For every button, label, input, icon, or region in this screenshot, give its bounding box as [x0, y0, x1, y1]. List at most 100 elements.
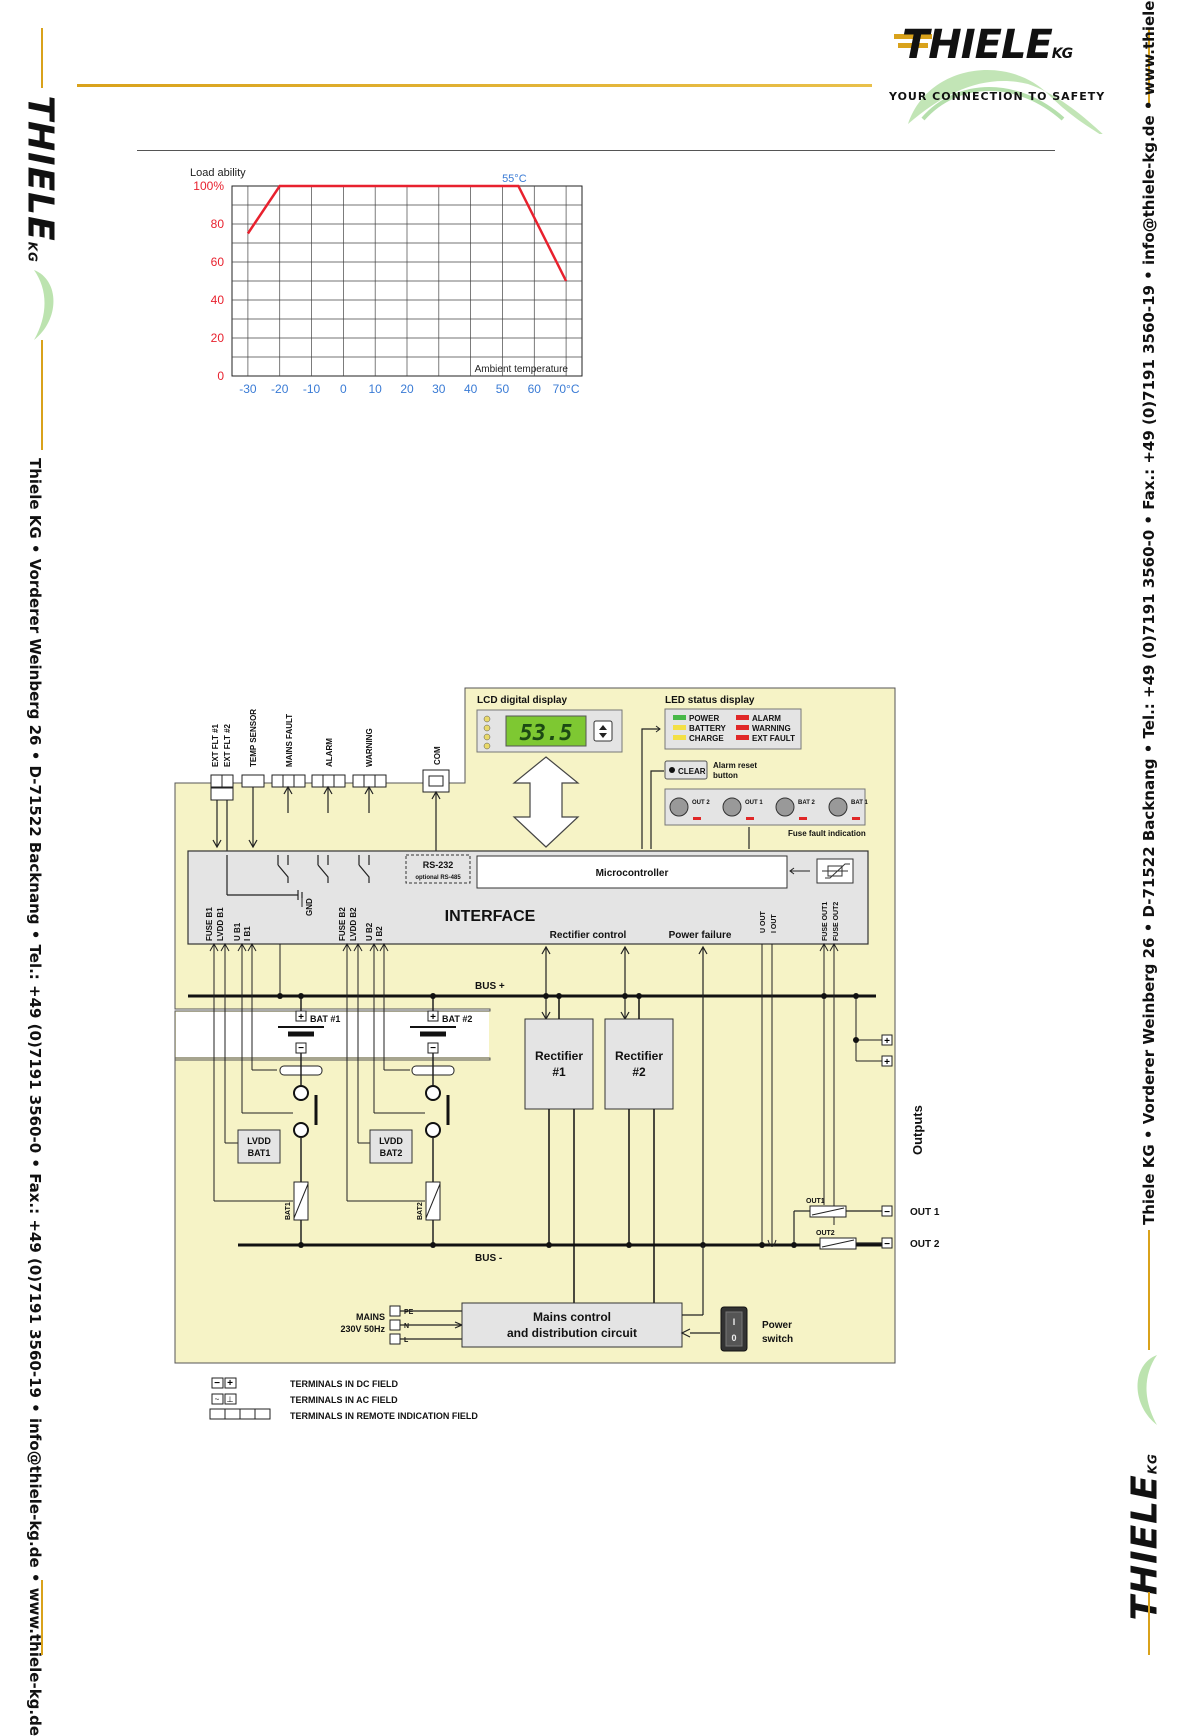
led-panel [664, 708, 802, 750]
rectifier-1 [524, 1018, 594, 1110]
label-mains-fault: MAINS FAULT [285, 714, 294, 767]
left-sidebar-line-top [41, 28, 43, 88]
right-logo-swoosh [1137, 1355, 1157, 1425]
diagram-legend: − + ~ ⊥ [209, 1377, 271, 1420]
sig-i-b1: I B1 [243, 926, 252, 941]
content-rule [137, 150, 1055, 151]
fuse-out2-label: OUT2 [816, 1230, 835, 1237]
sig-fuse-out1: FUSE OUT1 [822, 902, 829, 941]
rs485-label: optional RS-485 [415, 875, 461, 881]
microcontroller-box [476, 855, 788, 889]
chart-x-tick-label: 0 [340, 382, 347, 396]
svg-text:−: − [430, 1043, 436, 1054]
bus-plus-label: BUS + [475, 981, 505, 992]
sig-u-out: U OUT [760, 911, 767, 934]
label-alarm: ALARM [325, 738, 334, 767]
lvdd-bat1-line2: BAT1 [248, 1148, 271, 1158]
label-com: COM [433, 746, 442, 765]
mains-line2: 230V 50Hz [340, 1324, 385, 1334]
chart-x-tick-label: 20 [400, 382, 414, 396]
svg-text:~: ~ [215, 1395, 220, 1404]
chart-y-tick-label: 40 [211, 293, 225, 307]
lcd-screen [505, 715, 587, 747]
sig-fuse-b1: FUSE B1 [205, 907, 214, 941]
lvdd-bat1 [237, 1129, 281, 1164]
alarm-reset-line1: Alarm reset [713, 761, 757, 770]
logo-suffix: KG [1051, 46, 1073, 62]
outputs-label: Outputs [910, 1105, 925, 1155]
led-title: LED status display [665, 695, 755, 706]
gnd-label: GND [305, 898, 314, 916]
lvdd-bat2-line2: BAT2 [380, 1148, 403, 1158]
power-switch-line1: Power [762, 1320, 792, 1331]
rs232-box [405, 854, 471, 884]
rectifier-2-line2: #2 [632, 1065, 646, 1079]
svg-text:⊥: ⊥ [227, 1395, 234, 1404]
chart-x-tick-label: 70°C [553, 382, 580, 396]
chart-x-tick-label: -10 [303, 382, 321, 396]
chart-y-tick-label: 80 [211, 217, 225, 231]
bus-minus-label: BUS - [475, 1253, 502, 1264]
power-switch-i: I [733, 1317, 736, 1327]
rectifier-2-line1: Rectifier [615, 1049, 663, 1063]
right-sidebar-line-bottom [1148, 1592, 1150, 1655]
fuse-caption: Fuse fault indication [788, 829, 866, 838]
lcd-value: 53.5 [520, 721, 573, 746]
fuse-out2: OUT 2 [692, 800, 710, 806]
chart-x-tick-label: -20 [271, 382, 289, 396]
rectifier-1-line1: Rectifier [535, 1049, 583, 1063]
sig-i-out: I OUT [771, 914, 778, 933]
mains-term-pe: PE [404, 1309, 414, 1316]
fuse-bat1: BAT 1 [851, 800, 869, 806]
chart-annotation: 55°C [502, 173, 527, 185]
mains-term-n: N [404, 1323, 409, 1330]
chart-y-tick-label: 20 [211, 331, 225, 345]
fuse-out1: OUT 1 [745, 800, 763, 806]
legend-dc: TERMINALS IN DC FIELD [290, 1379, 398, 1389]
sig-lvdd-b1: LVDD B1 [216, 907, 225, 941]
left-contact: Thiele KG • Vorderer Weinberg 26 • D-715… [26, 458, 44, 1736]
rs232-label: RS-232 [423, 860, 454, 870]
mains-control-line2: and distribution circuit [507, 1326, 637, 1340]
chart-x-tick-label: 10 [369, 382, 383, 396]
led-warning: WARNING [752, 724, 791, 733]
clear-button[interactable] [664, 760, 708, 780]
svg-text:+: + [298, 1012, 304, 1023]
power-switch-o: 0 [731, 1333, 736, 1343]
interface-label: INTERFACE [445, 908, 536, 925]
out2-label: OUT 2 [910, 1239, 940, 1250]
diagram-svg: LCD digital display 53.5 LED status disp… [174, 687, 940, 1421]
fuse-indicators [669, 797, 860, 820]
chart-x-tick-label: -30 [239, 382, 257, 396]
left-logo-suffix: KG [25, 241, 40, 263]
fuse-bat2: BAT 2 [798, 800, 816, 806]
svg-text:−: − [884, 1239, 890, 1250]
svg-text:+: + [884, 1057, 890, 1068]
label-temp-sensor: TEMP SENSOR [249, 709, 258, 767]
fuse-bat1-label: BAT1 [285, 1202, 292, 1220]
logo-slogan: YOUR CONNECTION TO SAFETY [889, 90, 1106, 103]
chart-y-tick-label: 100% [193, 179, 224, 193]
chart-x-tick-label: 30 [432, 382, 446, 396]
svg-text:+: + [430, 1012, 436, 1023]
chart-x-tick-label: 50 [496, 382, 510, 396]
chart-x-tick-label: 60 [528, 382, 542, 396]
svg-text:+: + [884, 1036, 890, 1047]
lvdd-bat2-line1: LVDD [379, 1136, 403, 1146]
chart-y-tick-label: 60 [211, 255, 225, 269]
mains-term-l: L [404, 1337, 409, 1344]
power-switch-line2: switch [762, 1334, 793, 1345]
svg-text:−: − [214, 1378, 220, 1389]
microcontroller-label: Microcontroller [596, 868, 669, 879]
svg-text:+: + [227, 1378, 233, 1389]
lvdd-bat2 [369, 1129, 413, 1164]
chart-y-tick-label: 0 [217, 369, 224, 383]
label-warning: WARNING [365, 728, 374, 767]
lcd-scroll-button[interactable] [593, 720, 613, 742]
right-sidebar-line-mid [1148, 1230, 1150, 1350]
left-logo-name: THIELE [19, 95, 61, 242]
label-ext-flt-1: EXT FLT #1 [211, 723, 220, 767]
sig-fuse-out2: FUSE OUT2 [833, 902, 840, 941]
label-ext-flt-2: EXT FLT #2 [223, 723, 232, 767]
